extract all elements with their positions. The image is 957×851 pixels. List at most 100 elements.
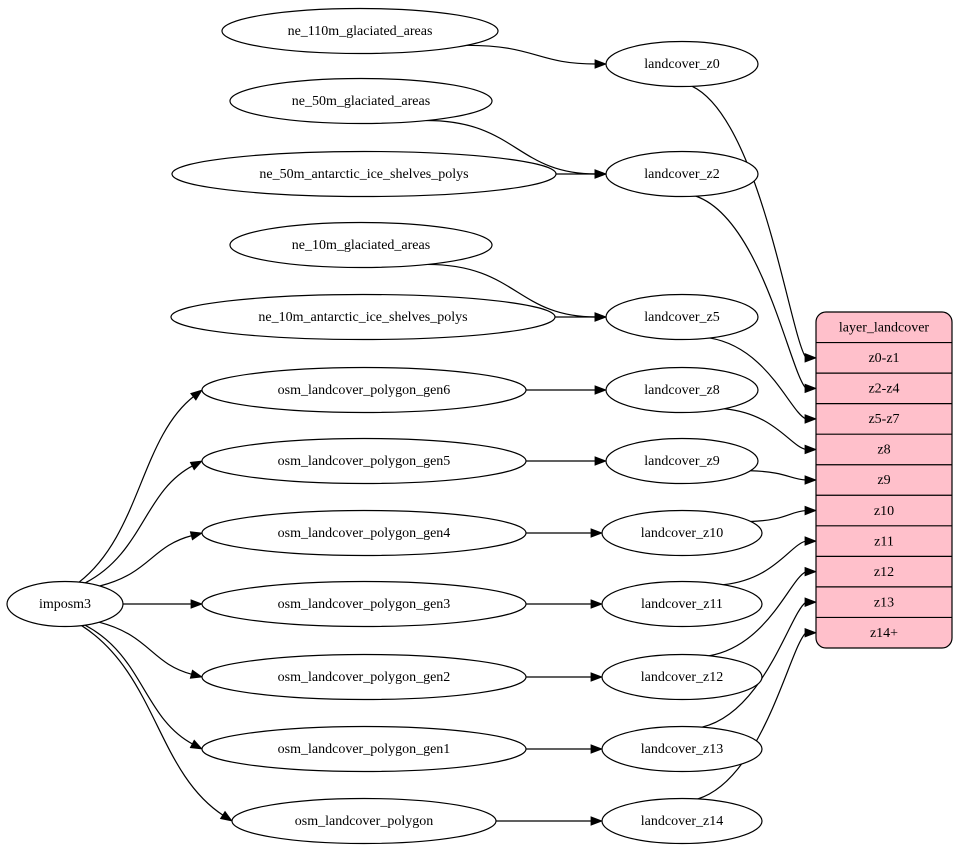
edge-arrowhead — [189, 669, 204, 679]
node-ne_110m_glaciated_areas-label: ne_110m_glaciated_areas — [288, 24, 433, 39]
edge-landcover_z11-to-row-7 — [723, 540, 807, 586]
node-ne_110m_glaciated_areas[interactable]: ne_110m_glaciated_areas — [221, 7, 499, 55]
edge-landcover_z12-to-row-8 — [708, 571, 807, 657]
node-landcover_z8-label: landcover_z8 — [644, 383, 719, 398]
record-row-z5-z7[interactable]: z5-z7 — [868, 412, 899, 427]
node-landcover_z0[interactable]: landcover_z0 — [605, 40, 759, 88]
node-osm_landcover_polygon_gen4[interactable]: osm_landcover_polygon_gen4 — [201, 509, 527, 557]
node-landcover_z0-label: landcover_z0 — [644, 57, 719, 72]
node-landcover_z11[interactable]: landcover_z11 — [601, 580, 763, 628]
record-header: layer_landcover — [839, 320, 930, 335]
edge-landcover_z2-to-row-2 — [695, 195, 807, 389]
record-row-z9[interactable]: z9 — [877, 473, 890, 488]
edge-arrowhead — [594, 312, 608, 322]
edges-layer — [78, 44, 818, 826]
node-ne_10m_glaciated_areas-label: ne_10m_glaciated_areas — [292, 238, 430, 253]
record-row-z8[interactable]: z8 — [877, 443, 890, 458]
node-ne_10m_antarctic_ice_shelves_polys-label: ne_10m_antarctic_ice_shelves_polys — [258, 310, 467, 325]
edge-imposm3-to-osm_landcover_polygon_gen4 — [99, 534, 193, 587]
edge-arrowhead — [804, 414, 818, 424]
node-landcover_z5[interactable]: landcover_z5 — [605, 293, 759, 341]
node-landcover_z11-label: landcover_z11 — [641, 597, 723, 612]
nodes-layer: imposm3 ne_110m_glaciated_areas ne_50m_gla… — [6, 7, 763, 845]
node-osm_landcover_polygon_gen5-label: osm_landcover_polygon_gen5 — [278, 454, 451, 469]
edge-arrowhead — [804, 475, 818, 485]
edge-arrowhead — [590, 672, 604, 682]
record-row-z0-z1[interactable]: z0-z1 — [868, 351, 899, 366]
edge-landcover_z9-to-row-5 — [750, 470, 807, 481]
edge-landcover_z0-to-row-1 — [691, 85, 807, 359]
record-row-z10[interactable]: z10 — [874, 504, 894, 519]
record-row-z14+[interactable]: z14+ — [870, 626, 898, 641]
node-landcover_z9-label: landcover_z9 — [644, 454, 719, 469]
node-osm_landcover_polygon_gen3[interactable]: osm_landcover_polygon_gen3 — [201, 580, 527, 628]
node-osm_landcover_polygon_gen4-label: osm_landcover_polygon_gen4 — [278, 526, 451, 541]
record-row-z2-z4[interactable]: z2-z4 — [868, 382, 899, 397]
edge-arrowhead — [804, 353, 818, 363]
edge-arrowhead — [219, 810, 233, 822]
node-landcover_z2-label: landcover_z2 — [644, 167, 719, 182]
node-ne_10m_glaciated_areas[interactable]: ne_10m_glaciated_areas — [229, 221, 493, 269]
record-row-z12[interactable]: z12 — [874, 565, 894, 580]
edge-imposm3-to-osm_landcover_polygon_gen6 — [78, 395, 195, 583]
node-landcover_z8[interactable]: landcover_z8 — [605, 366, 759, 414]
node-osm_landcover_polygon_gen2[interactable]: osm_landcover_polygon_gen2 — [201, 653, 527, 701]
node-landcover_z10-label: landcover_z10 — [641, 526, 723, 541]
edge-arrowhead — [804, 536, 818, 546]
node-ne_50m_glaciated_areas[interactable]: ne_50m_glaciated_areas — [229, 77, 493, 125]
node-landcover_z2[interactable]: landcover_z2 — [605, 150, 759, 198]
node-osm_landcover_polygon_gen3-label: osm_landcover_polygon_gen3 — [278, 597, 451, 612]
edge-arrowhead — [594, 385, 608, 395]
node-osm_landcover_polygon[interactable]: osm_landcover_polygon — [231, 797, 497, 845]
node-ne_10m_antarctic_ice_shelves_polys[interactable]: ne_10m_antarctic_ice_shelves_polys — [170, 293, 556, 341]
edge-landcover_z13-to-row-9 — [701, 601, 807, 728]
node-landcover_z9[interactable]: landcover_z9 — [605, 437, 759, 485]
node-osm_landcover_polygon_gen5[interactable]: osm_landcover_polygon_gen5 — [201, 437, 527, 485]
node-imposm3[interactable]: imposm3 — [6, 580, 124, 628]
node-landcover_z12[interactable]: landcover_z12 — [601, 653, 763, 701]
edge-arrowhead — [190, 599, 204, 609]
edge-imposm3-to-osm_landcover_polygon_gen2 — [98, 621, 193, 676]
edge-imposm3-to-osm_landcover_polygon_gen1 — [84, 624, 194, 745]
edge-ne_50m_glaciated_areas-to-landcover_z2 — [426, 119, 597, 175]
edge-arrowhead — [590, 744, 604, 754]
node-ne_50m_glaciated_areas-label: ne_50m_glaciated_areas — [292, 94, 430, 109]
node-imposm3-label: imposm3 — [39, 597, 91, 612]
edge-arrowhead — [590, 816, 604, 826]
node-osm_landcover_polygon-label: osm_landcover_polygon — [295, 814, 433, 829]
node-landcover_z13-label: landcover_z13 — [641, 742, 723, 757]
edge-imposm3-to-osm_landcover_polygon — [81, 625, 224, 817]
node-landcover_z10[interactable]: landcover_z10 — [601, 509, 763, 557]
record-table: layer_landcover z0-z1 z2-z4 z5-z7 z8 z9 z10 z11… — [815, 311, 953, 649]
edge-arrowhead — [189, 531, 204, 541]
edge-arrowhead — [594, 456, 608, 466]
edge-ne_110m_glaciated_areas-to-landcover_z0 — [466, 44, 597, 65]
edge-arrowhead — [190, 389, 203, 401]
edge-arrowhead — [189, 739, 203, 750]
edge-ne_10m_glaciated_areas-to-landcover_z5 — [427, 263, 597, 318]
edge-landcover_z10-to-row-6 — [750, 509, 807, 523]
record-table-body — [815, 311, 953, 649]
node-landcover_z14[interactable]: landcover_z14 — [601, 797, 763, 845]
edge-arrowhead — [590, 528, 604, 538]
node-landcover_z12-label: landcover_z12 — [641, 670, 723, 685]
edge-arrowhead — [804, 597, 818, 607]
node-osm_landcover_polygon_gen6-label: osm_landcover_polygon_gen6 — [278, 383, 451, 398]
edge-arrowhead — [594, 169, 608, 179]
node-landcover_z5-label: landcover_z5 — [644, 310, 719, 325]
edge-arrowhead — [804, 566, 818, 577]
edge-arrowhead — [804, 627, 818, 638]
node-ne_50m_antarctic_ice_shelves_polys[interactable]: ne_50m_antarctic_ice_shelves_polys — [171, 150, 557, 198]
edge-arrowhead — [804, 505, 818, 516]
edge-landcover_z8-to-row-4 — [724, 408, 807, 451]
node-osm_landcover_polygon_gen6[interactable]: osm_landcover_polygon_gen6 — [201, 366, 527, 414]
record-row-z11[interactable]: z11 — [874, 534, 894, 549]
node-landcover_z14-label: landcover_z14 — [641, 814, 723, 829]
edge-arrowhead — [590, 599, 604, 609]
record-row-z13[interactable]: z13 — [874, 595, 894, 610]
node-osm_landcover_polygon_gen1-label: osm_landcover_polygon_gen1 — [278, 742, 451, 757]
node-landcover_z13[interactable]: landcover_z13 — [601, 725, 763, 773]
node-osm_landcover_polygon_gen1[interactable]: osm_landcover_polygon_gen1 — [201, 725, 527, 773]
